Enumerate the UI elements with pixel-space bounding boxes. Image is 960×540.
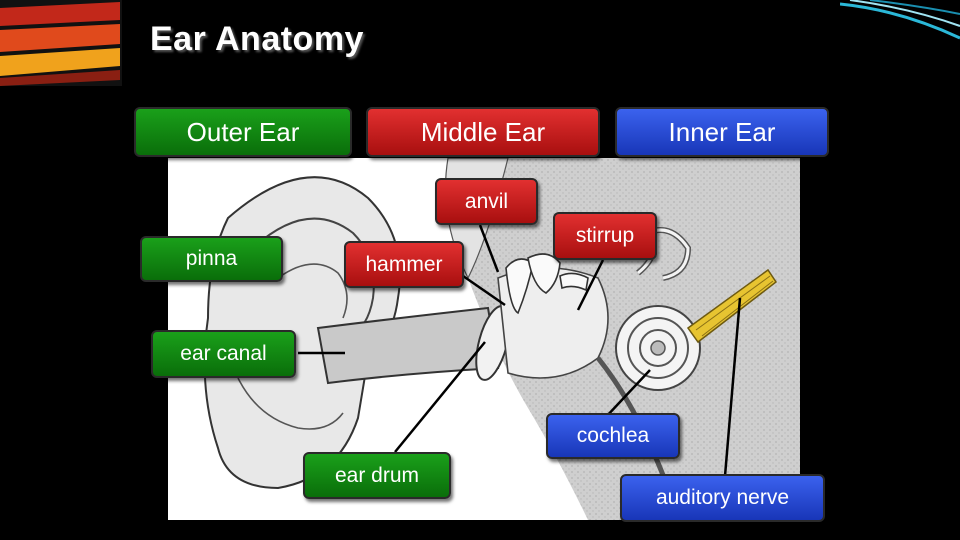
slide-title: Ear Anatomy [150, 20, 364, 58]
outer-ear-label: Outer Ear [134, 107, 352, 157]
corner-decoration-right [840, 0, 960, 40]
corner-decoration-left [0, 0, 122, 86]
ear-illustration [168, 158, 800, 520]
auditory-nerve-label: auditory nerve [620, 474, 825, 522]
pinna-label: pinna [140, 236, 283, 282]
ear-canal-label: ear canal [151, 330, 296, 378]
anvil-label: anvil [435, 178, 538, 225]
middle-ear-label: Middle Ear [366, 107, 600, 157]
ear-drum-label: ear drum [303, 452, 451, 499]
hammer-label: hammer [344, 241, 464, 288]
stirrup-label: stirrup [553, 212, 657, 260]
cochlea-label: cochlea [546, 413, 680, 459]
inner-ear-label: Inner Ear [615, 107, 829, 157]
